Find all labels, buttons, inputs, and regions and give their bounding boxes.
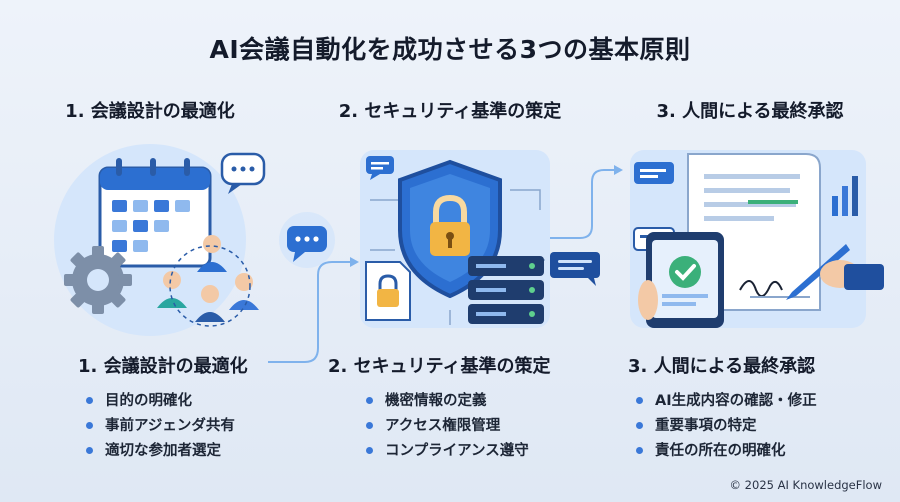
human-approval-illustration xyxy=(630,150,884,328)
list-item: 目的の明確化 xyxy=(86,388,235,413)
chat-bubble-icon xyxy=(220,152,266,194)
bullet-dot-icon xyxy=(86,422,93,429)
copyright-footer: © 2025 AI KnowledgeFlow xyxy=(729,478,882,492)
list-item: 機密情報の定義 xyxy=(366,388,529,413)
bullet-dot-icon xyxy=(636,447,643,454)
bullet-dot-icon xyxy=(86,397,93,404)
server-icon xyxy=(468,256,544,324)
page-title: AI会議自動化を成功させる3つの基本原則 xyxy=(209,35,691,64)
bullet-dot-icon xyxy=(366,422,373,429)
gear-icon xyxy=(64,246,132,314)
principle-3: 3. 人間による最終承認 xyxy=(600,0,900,502)
bullet-dot-icon xyxy=(366,447,373,454)
list-item: AI生成内容の確認・修正 xyxy=(636,388,817,413)
locked-document-icon xyxy=(365,261,411,321)
bullet-dot-icon xyxy=(636,397,643,404)
people-icon xyxy=(157,235,259,327)
principle-1: 1. 会議設計の最適化 xyxy=(0,0,300,502)
principle-1-heading: 1. 会議設計の最適化 xyxy=(65,101,235,122)
signing-pen-icon xyxy=(739,244,884,300)
list-item: コンプライアンス遵守 xyxy=(366,438,529,463)
principle-3-bullets: AI生成内容の確認・修正 重要事項の特定 責任の所在の明確化 xyxy=(636,388,817,463)
bullet-dot-icon xyxy=(86,447,93,454)
calendar-icon xyxy=(98,158,212,268)
principle-1-bullets: 目的の明確化 事前アジェンダ共有 適切な参加者選定 xyxy=(86,388,235,463)
bullet-dot-icon xyxy=(636,422,643,429)
principle-2: 2. セキュリティ基準の策定 xyxy=(300,0,600,502)
principle-2-subheading: 2. セキュリティ基準の策定 xyxy=(328,356,551,377)
list-item: 責任の所在の明確化 xyxy=(636,438,817,463)
principle-1-subheading: 1. 会議設計の最適化 xyxy=(78,356,248,377)
chat-bubble-icon xyxy=(366,156,394,180)
principle-3-subheading: 3. 人間による最終承認 xyxy=(628,356,816,377)
principle-2-heading: 2. セキュリティ基準の策定 xyxy=(338,101,562,122)
bar-chart-icon xyxy=(832,176,858,216)
security-illustration xyxy=(360,150,550,328)
list-item: 重要事項の特定 xyxy=(636,413,817,438)
bullet-dot-icon xyxy=(366,397,373,404)
meeting-design-illustration xyxy=(54,144,266,336)
principle-3-heading: 3. 人間による最終承認 xyxy=(656,101,844,122)
list-item: アクセス権限管理 xyxy=(366,413,529,438)
tablet-checkmark-icon xyxy=(638,232,724,328)
list-item: 適切な参加者選定 xyxy=(86,438,235,463)
principle-2-bullets: 機密情報の定義 アクセス権限管理 コンプライアンス遵守 xyxy=(366,388,529,463)
list-item: 事前アジェンダ共有 xyxy=(86,413,235,438)
